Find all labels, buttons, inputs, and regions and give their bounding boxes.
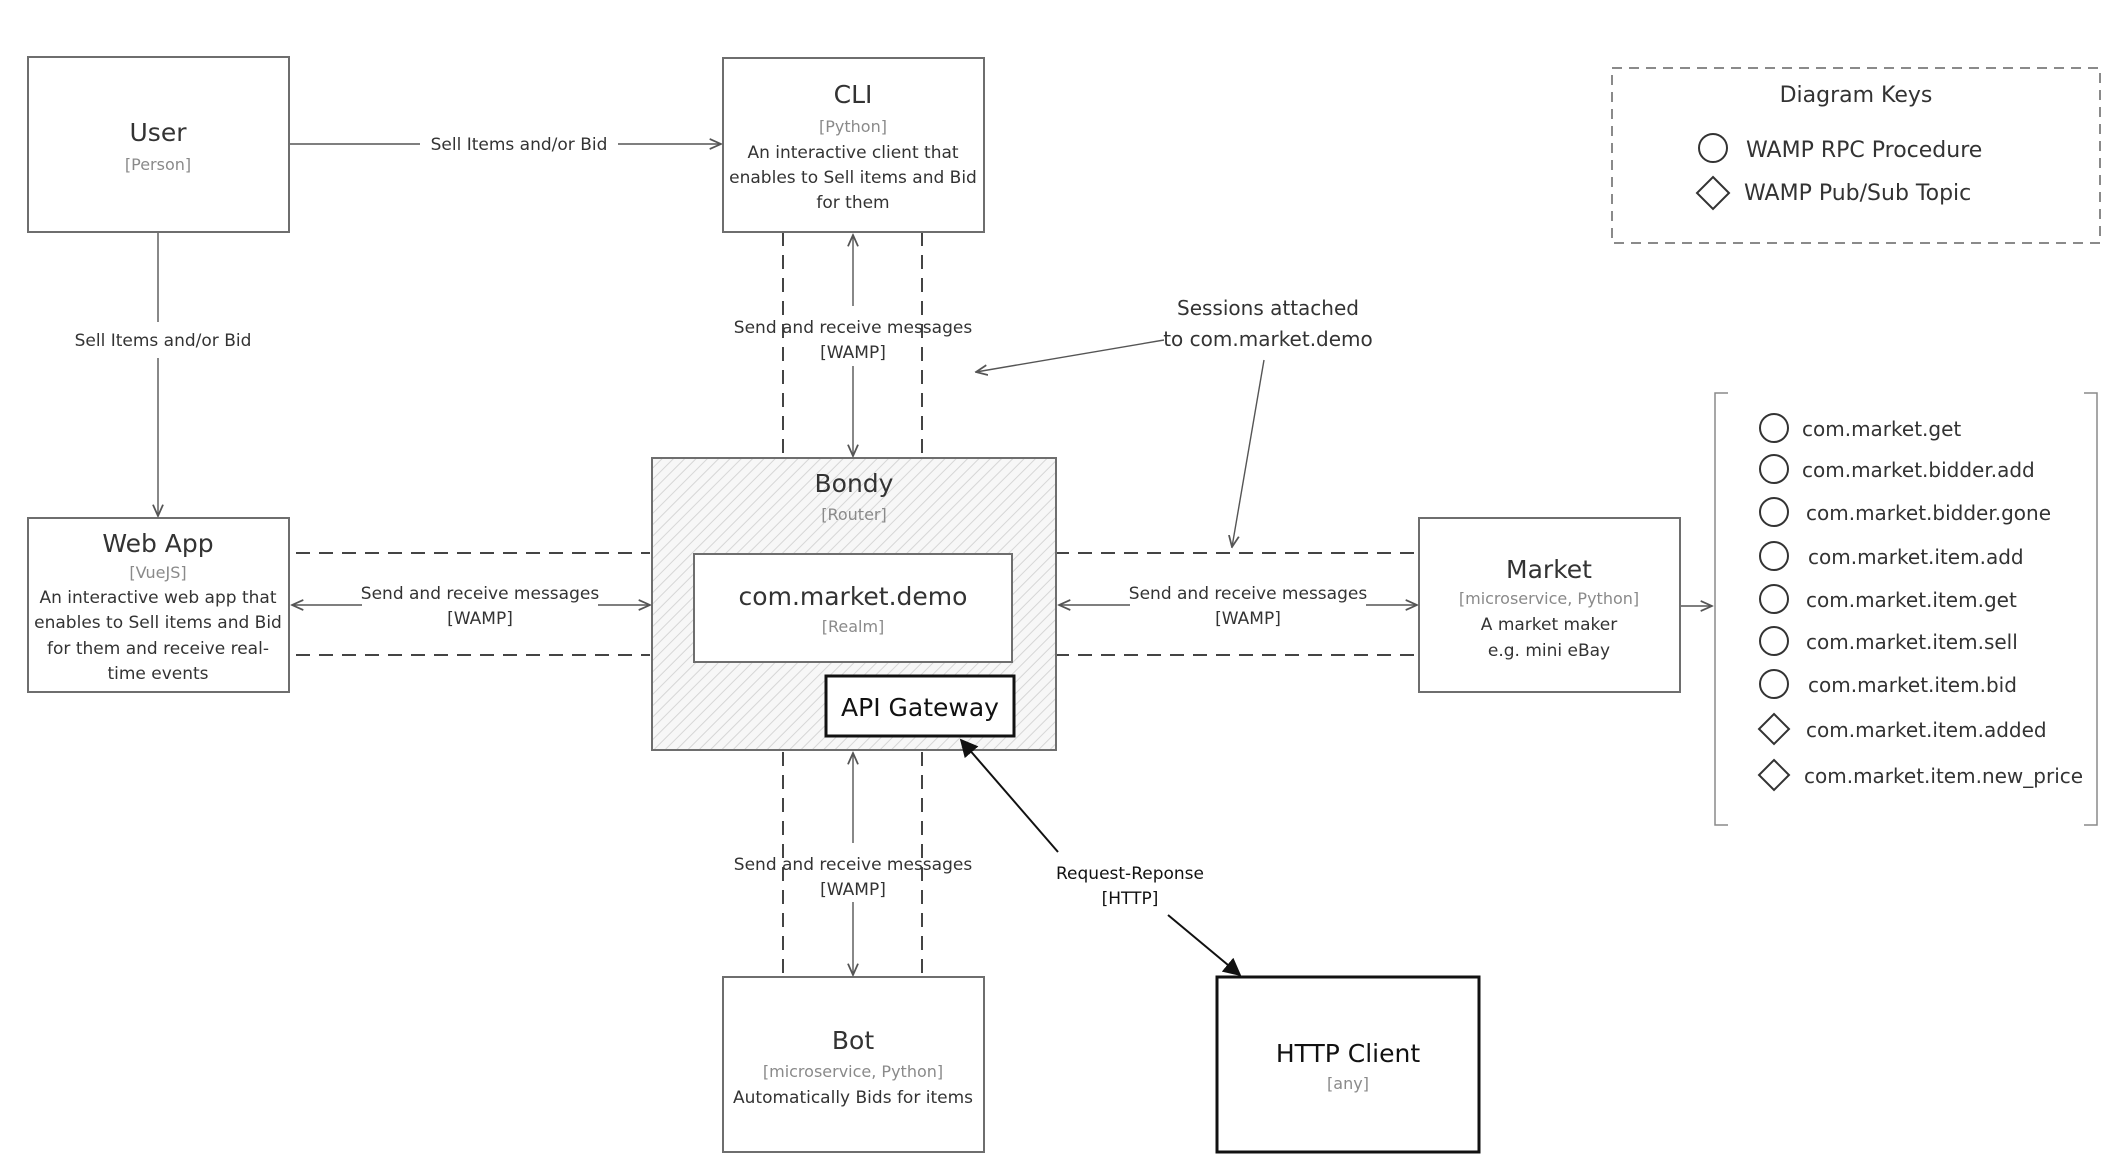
key-label: WAMP Pub/Sub Topic: [1744, 181, 1971, 206]
key-label: WAMP RPC Procedure: [1746, 138, 1982, 163]
api-item-label: com.market.item.added: [1806, 718, 2047, 742]
circle-icon: [1759, 541, 1789, 571]
edge-bondy-market: Send and receive messages [WAMP]: [1059, 584, 1417, 629]
edge-label: Sell Items and/or Bid: [75, 331, 252, 351]
realm-node: com.market.demo [Realm]: [693, 553, 1013, 663]
cli-title: CLI: [834, 80, 873, 109]
user-node: User [Person]: [27, 56, 290, 233]
market-desc-line: e.g. mini eBay: [1488, 641, 1610, 661]
edge-user-webapp: Sell Items and/or Bid: [75, 233, 252, 516]
api-item-label: com.market.item.sell: [1806, 630, 2018, 654]
annotation-line: to com.market.demo: [1163, 327, 1373, 351]
api-item-label: com.market.item.bid: [1808, 673, 2017, 697]
http-client-title: HTTP Client: [1276, 1039, 1420, 1068]
api-item-label: com.market.item.add: [1808, 545, 2024, 569]
market-api-list: com.market.get com.market.bidder.add com…: [1714, 392, 2098, 826]
api-item-label: com.market.get: [1802, 417, 1961, 441]
edge-cli-bondy: Send and receive messages [WAMP]: [734, 235, 973, 456]
circle-icon: [1698, 133, 1728, 163]
market-tech: [microservice, Python]: [1459, 589, 1639, 608]
circle-icon: [1759, 454, 1789, 484]
edge-label: [WAMP]: [820, 880, 886, 900]
diamond-icon: [1757, 758, 1791, 792]
edge-label: Request-Reponse: [1056, 864, 1204, 884]
user-title: User: [130, 118, 188, 147]
edge-user-cli: Sell Items and/or Bid: [290, 135, 721, 155]
webapp-desc-line: for them and receive real-: [47, 639, 269, 659]
api-gateway-node: API Gateway: [824, 674, 1016, 738]
circle-icon: [1759, 497, 1789, 527]
diamond-icon: [1695, 175, 1731, 211]
cli-node: CLI [Python] An interactive client that …: [722, 57, 985, 233]
edge-label: Send and receive messages: [734, 855, 973, 875]
api-item-label: com.market.bidder.add: [1802, 458, 2035, 482]
edge-label: Send and receive messages: [1129, 584, 1368, 604]
webapp-tech: [VueJS]: [129, 563, 186, 582]
webapp-desc-line: An interactive web app that: [40, 588, 277, 608]
bot-node: Bot [microservice, Python] Automatically…: [722, 976, 985, 1153]
bondy-tech: [Router]: [821, 505, 887, 524]
diagram-keys: Diagram Keys WAMP RPC Procedure WAMP Pub…: [1611, 67, 2101, 244]
bondy-router-node: Bondy [Router] com.market.demo [Realm] A…: [651, 457, 1057, 751]
edge-label: Send and receive messages: [734, 318, 973, 338]
sessions-annotation: Sessions attached to com.market.demo: [976, 296, 1373, 547]
webapp-node: Web App [VueJS] An interactive web app t…: [27, 517, 290, 693]
edge-http-gateway: Request-Reponse [HTTP]: [959, 738, 1242, 977]
edge-label: [WAMP]: [447, 609, 513, 629]
wamp-session-lanes: [296, 232, 1417, 975]
realm-tech: [Realm]: [822, 617, 885, 636]
keys-title: Diagram Keys: [1780, 83, 1933, 108]
market-node: Market [microservice, Python] A market m…: [1418, 517, 1681, 693]
edge-label: [WAMP]: [1215, 609, 1281, 629]
webapp-desc-line: enables to Sell items and Bid: [34, 613, 282, 633]
circle-icon: [1759, 413, 1789, 443]
edge-bot-bondy: Send and receive messages [WAMP]: [734, 753, 973, 975]
edge-label: [WAMP]: [820, 343, 886, 363]
bot-title: Bot: [832, 1026, 874, 1055]
cli-desc-line: An interactive client that: [747, 143, 958, 163]
webapp-desc-line: time events: [107, 664, 208, 684]
annotation-line: Sessions attached: [1177, 296, 1359, 320]
diamond-icon: [1757, 712, 1791, 746]
api-item-label: com.market.item.new_price: [1804, 764, 2083, 788]
circle-icon: [1759, 626, 1789, 656]
edge-label: Send and receive messages: [361, 584, 600, 604]
circle-icon: [1759, 584, 1789, 614]
bot-desc-line: Automatically Bids for items: [733, 1088, 973, 1108]
api-gateway-title: API Gateway: [841, 693, 999, 722]
api-item-label: com.market.bidder.gone: [1806, 501, 2051, 525]
circle-icon: [1759, 669, 1789, 699]
bot-tech: [microservice, Python]: [763, 1062, 943, 1081]
user-tech: [Person]: [125, 155, 191, 174]
edge-webapp-bondy: Send and receive messages [WAMP]: [292, 584, 650, 629]
market-title: Market: [1506, 555, 1592, 584]
edge-label: Sell Items and/or Bid: [431, 135, 608, 155]
bondy-title: Bondy: [815, 469, 894, 498]
http-client-tech: [any]: [1327, 1074, 1369, 1093]
edge-label: [HTTP]: [1102, 889, 1159, 909]
http-client-node: HTTP Client [any]: [1215, 975, 1481, 1154]
webapp-title: Web App: [102, 529, 213, 558]
market-desc-line: A market maker: [1481, 615, 1617, 635]
realm-title: com.market.demo: [739, 582, 968, 611]
cli-desc-line: enables to Sell items and Bid: [729, 168, 977, 188]
cli-desc-line: for them: [816, 193, 889, 213]
cli-tech: [Python]: [819, 117, 887, 136]
api-item-label: com.market.item.get: [1806, 588, 2017, 612]
